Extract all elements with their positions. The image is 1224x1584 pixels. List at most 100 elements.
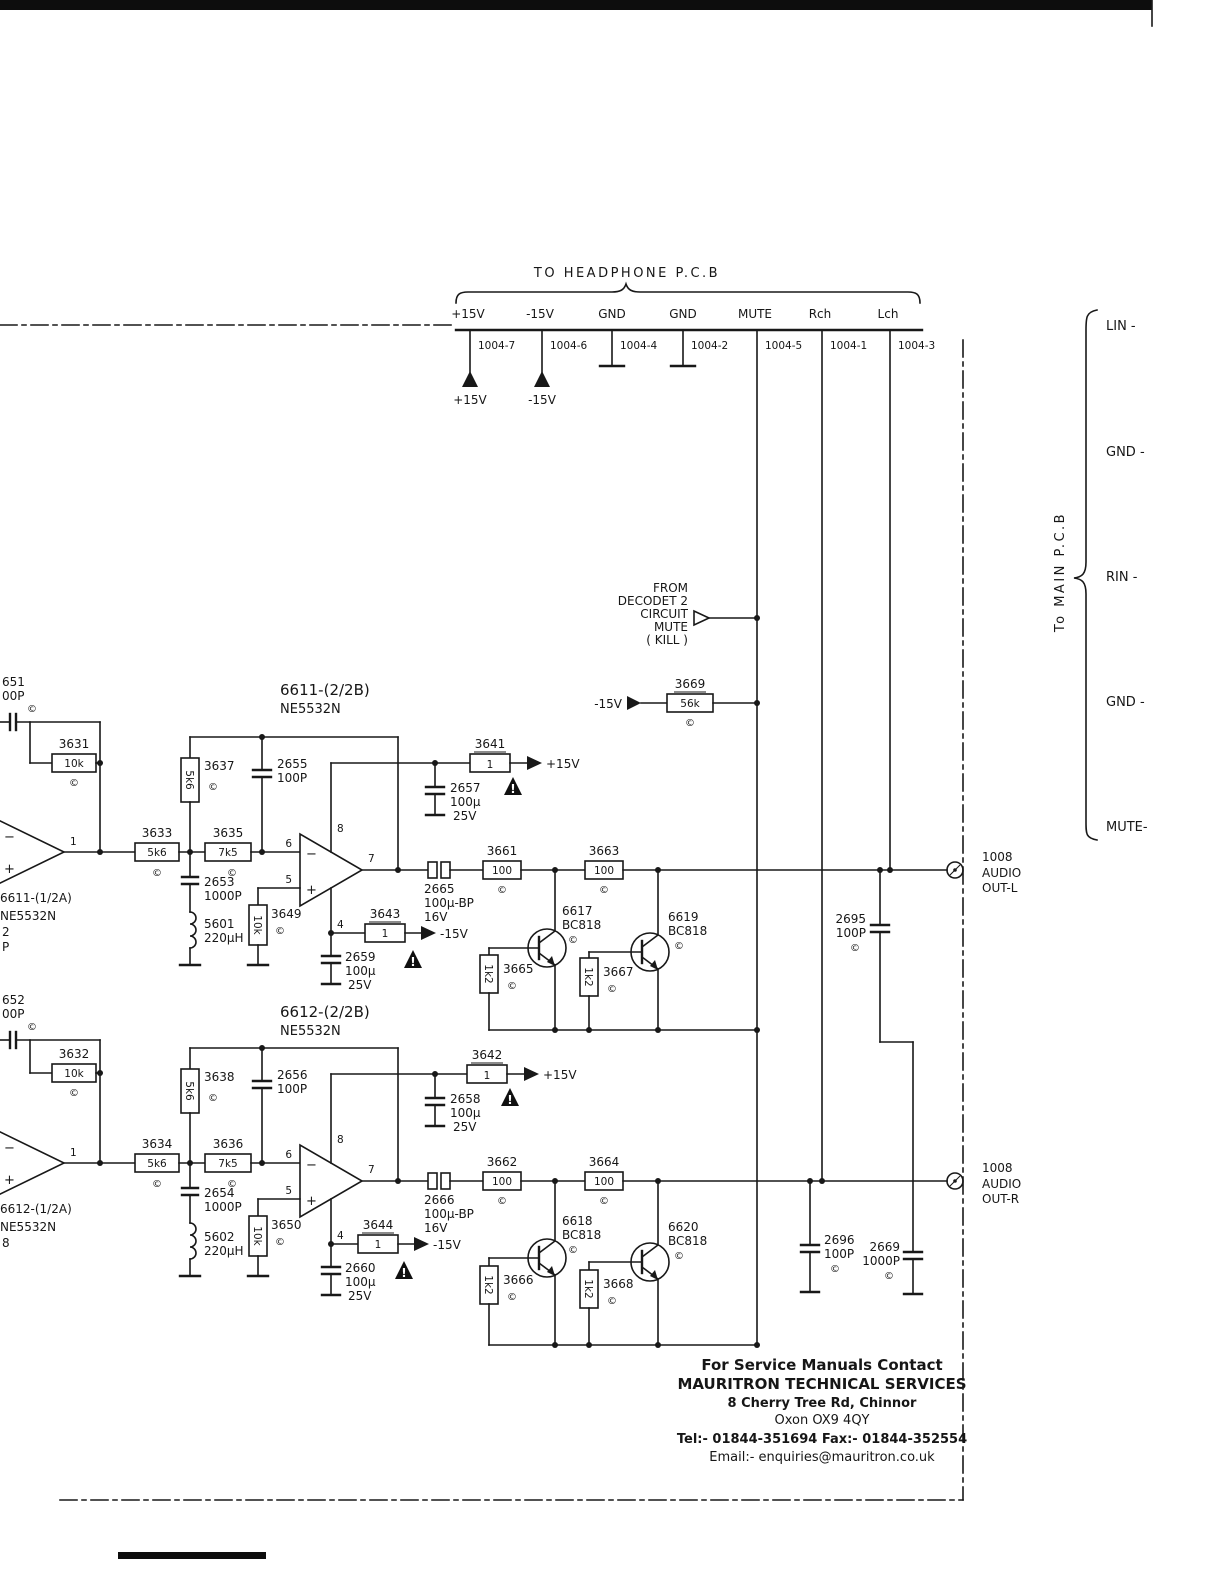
part-voltage: 25V <box>348 1289 372 1303</box>
emitter-arrow-icon <box>547 1266 555 1276</box>
capacitor-2651-fragment: 651 00P © <box>0 675 101 732</box>
contact-line: MAURITRON TECHNICAL SERVICES <box>677 1375 966 1393</box>
pin-number: 4 <box>337 1230 344 1242</box>
pin-number: 8 <box>337 1134 344 1146</box>
part-value: 1000P <box>204 889 242 903</box>
capacitor-2654: 2654 1000P <box>180 1162 242 1224</box>
pin-number: 1 <box>70 1147 77 1159</box>
part-ref: 3636 <box>213 1137 244 1151</box>
pin-gnd2: GND 1004-2 <box>669 307 728 368</box>
part-ref: 3649 <box>271 907 302 921</box>
pin-number: 7 <box>368 853 375 865</box>
jack-label: OUT-R <box>982 1192 1019 1206</box>
c-mark: © <box>69 1088 79 1099</box>
audio-out-r-jack: 1008 AUDIO OUT-R <box>946 1161 1021 1206</box>
part-ref: 5601 <box>204 917 235 931</box>
note-line: CIRCUIT <box>640 607 688 621</box>
c-mark: © <box>674 1251 684 1262</box>
pin-number: 7 <box>368 1164 375 1176</box>
note-line: DECODET 2 <box>618 594 688 608</box>
part-ref: 652 <box>2 993 25 1007</box>
c-mark: © <box>69 778 79 789</box>
inverting-input-label: − <box>306 847 317 862</box>
resistor-3635: 7k5 3635 © <box>204 826 301 879</box>
part-ref: 2653 <box>204 875 235 889</box>
c-mark: © <box>568 935 578 946</box>
part-ref: 2657 <box>450 781 481 795</box>
warning-icon: ! <box>504 777 522 796</box>
resistor-3650: 10k 3650 © <box>246 1198 302 1278</box>
jack-icon <box>946 861 964 879</box>
c-mark: © <box>599 885 609 896</box>
pin-number: 1004-6 <box>550 340 588 352</box>
part-ref: 3668 <box>603 1277 634 1291</box>
pin-gnd1: GND 1004-4 <box>598 307 658 368</box>
pin-number: 6 <box>285 1149 292 1161</box>
part-value: 1k2 <box>482 1275 494 1294</box>
inductor-5601: 5601 220µH <box>178 911 244 967</box>
pin-number: 5 <box>285 874 292 886</box>
note-line: MUTE <box>654 620 688 634</box>
part-value: 56k <box>680 698 700 710</box>
resistor-3642: 1 3642 +15V <box>466 1048 577 1084</box>
part-value: 5k6 <box>147 1158 167 1170</box>
pin-m15: -15V 1004-6 -15V <box>526 307 587 407</box>
resistor-3664: 100 3664 © <box>584 1155 624 1207</box>
part-ref: 2660 <box>345 1261 376 1275</box>
headphone-connector: TO HEADPHONE P.C.B +15V 1004-7 +15V -15V… <box>451 266 935 1346</box>
warning-icon: ! <box>501 1088 519 1107</box>
part-value: 100P <box>824 1247 854 1261</box>
part-ref: 5602 <box>204 1230 235 1244</box>
transistor-6619: 6619 BC818 © <box>588 869 707 1031</box>
part-value: 00P <box>2 689 25 703</box>
part-ref: 3641 <box>475 737 506 751</box>
inverting-input-label: − <box>4 1141 15 1156</box>
pin-number: 4 <box>337 919 344 931</box>
supply-arrow-icon <box>421 926 436 940</box>
opamp-6611b: − + 6 5 8 7 4 <box>285 762 375 934</box>
noninverting-input-label: + <box>306 1194 317 1209</box>
right-channel: 6612-(2/2B) NE5532N 652 00P © 10k 3632 ©… <box>0 993 1021 1348</box>
pin-label: Rch <box>809 307 832 321</box>
supply-label: +15V <box>543 1068 577 1082</box>
contact-line: Oxon OX9 4QY <box>774 1413 869 1428</box>
pin-label: GND <box>598 307 626 321</box>
part-ref: 3665 <box>503 962 534 976</box>
part-value: 100µ-BP <box>424 896 474 910</box>
part-ref: 2695 <box>835 912 866 926</box>
page-frame <box>0 0 1153 1559</box>
part-ref: 3631 <box>59 737 90 751</box>
part-value: 100µ <box>345 1275 376 1289</box>
supply-arrow-icon <box>462 371 478 387</box>
part-ref: 2654 <box>204 1186 235 1200</box>
mute-kill-note: FROM DECODET 2 CIRCUIT MUTE ( KILL ) <box>618 581 760 647</box>
part-ref: 3669 <box>675 677 706 691</box>
inverting-input-label: − <box>4 830 15 845</box>
part-ref: 2696 <box>824 1233 855 1247</box>
brace <box>1073 309 1098 841</box>
warning-icon: ! <box>395 1261 413 1280</box>
c-mark: © <box>507 1292 517 1303</box>
part-ref: 3667 <box>603 965 634 979</box>
c-mark: © <box>685 718 695 729</box>
pin-label: Lch <box>878 307 899 321</box>
part-value: 1 <box>375 1239 382 1251</box>
capacitor-2659: 2659 100µ 25V <box>320 932 376 992</box>
resistor-3661: 100 3661 © <box>482 844 522 896</box>
part-ref: 3664 <box>589 1155 620 1169</box>
emitter-arrow-icon <box>650 960 658 970</box>
main-pcb-row: GND - <box>1106 695 1145 710</box>
c-mark: © <box>227 1179 237 1190</box>
part-ref: 3662 <box>487 1155 518 1169</box>
part-value: 00P <box>2 1007 25 1021</box>
warning-icon: ! <box>404 950 422 969</box>
pin-number: 8 <box>337 823 344 835</box>
part-value: BC818 <box>562 918 601 932</box>
part-value: 100µ <box>345 964 376 978</box>
part-value: 5k6 <box>183 1081 195 1101</box>
opamp-ref: 6612-(1/2A) <box>0 1202 72 1216</box>
part-value: 1k2 <box>582 1279 594 1298</box>
opamp-6611a: − + 1 6611-(1/2A) NE5532N 2 P <box>0 820 136 954</box>
label-fragment: 2 <box>2 925 10 939</box>
pin-label: -15V <box>526 307 555 321</box>
